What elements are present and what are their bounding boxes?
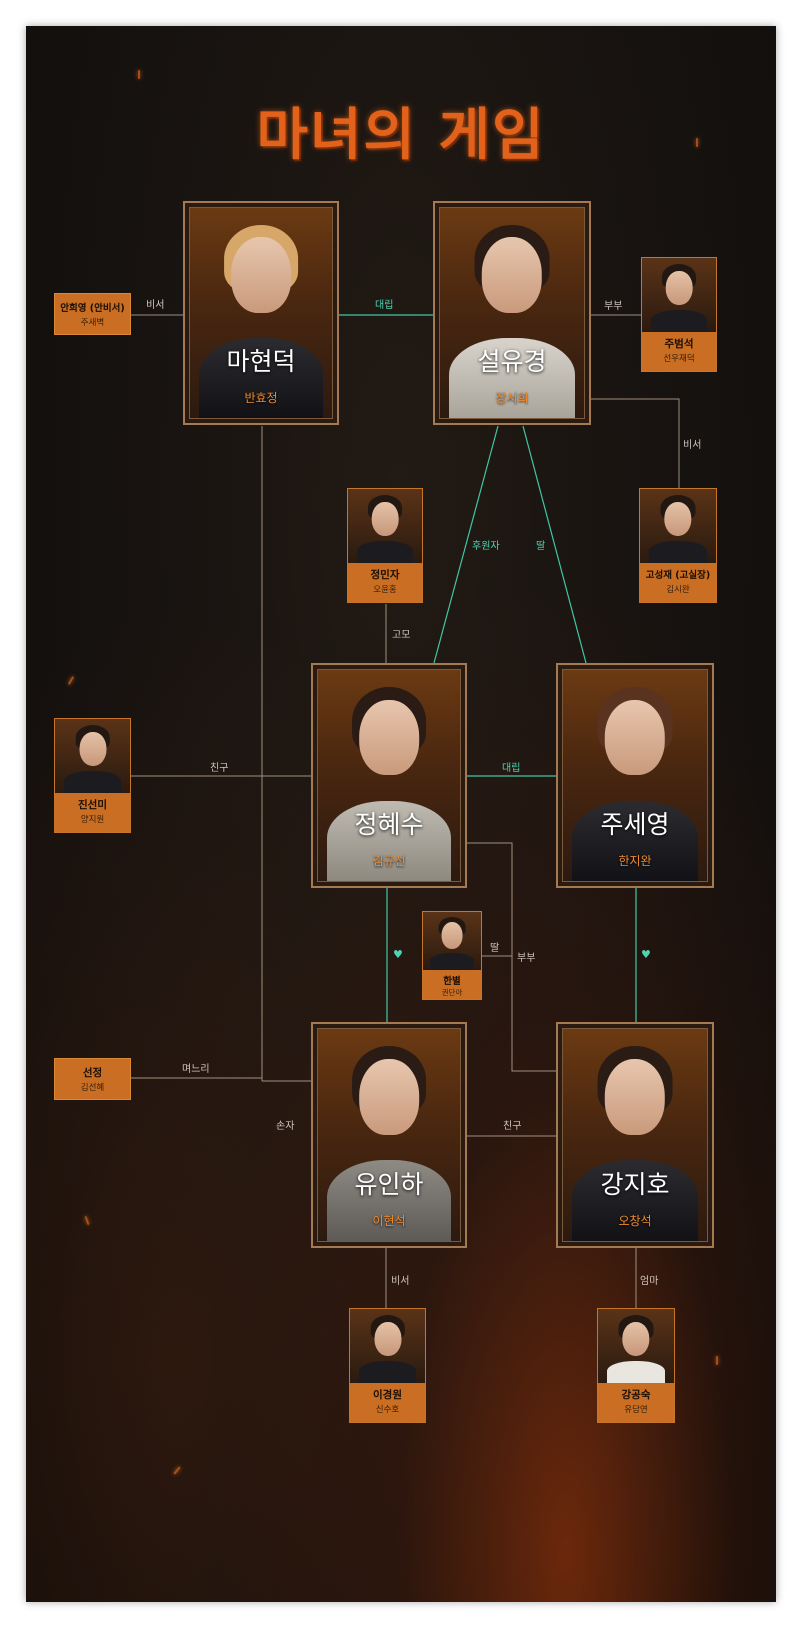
portrait-frame: 유인하 이현석 xyxy=(317,1028,461,1242)
portrait-frame: 강지호 오창석 xyxy=(562,1028,708,1242)
actor-name: 반효정 xyxy=(244,391,278,405)
portrait-photo xyxy=(598,1309,674,1383)
character-name: 정민자 xyxy=(370,569,400,581)
portrait-face xyxy=(604,1058,666,1135)
relation-label: 친구 xyxy=(503,1121,522,1132)
ember xyxy=(696,138,698,147)
page-title: 마녀의 게임 xyxy=(256,102,546,168)
card-ju-seyeong: 주세영 한지완 xyxy=(556,663,714,888)
actor-name: 장서희 xyxy=(495,391,529,405)
character-name: 안희영 (안비서) xyxy=(60,303,125,314)
portrait-photo xyxy=(350,1309,425,1383)
line-huwonja xyxy=(433,425,499,664)
actor-name: 신수호 xyxy=(375,1405,400,1415)
card-yu-inha: 유인하 이현석 xyxy=(311,1022,467,1248)
card-ju-beomseok: 주범석 선우재덕 xyxy=(641,257,717,372)
actor-name: 오창석 xyxy=(618,1214,652,1228)
portrait-face xyxy=(231,237,291,313)
portrait-body xyxy=(448,338,576,418)
line-go-seongjae xyxy=(591,398,680,488)
actor-name: 김규선 xyxy=(372,854,406,868)
portrait-body xyxy=(198,338,324,418)
character-name: 주세영 xyxy=(600,810,670,839)
character-name: 선정 xyxy=(82,1067,103,1079)
line-bubu2 xyxy=(466,842,556,1072)
portrait-photo xyxy=(640,489,716,563)
relation-label: 손자 xyxy=(276,1121,295,1132)
actor-name: 권단아 xyxy=(441,988,463,997)
character-name: 정혜수 xyxy=(354,810,424,839)
card-jeong-hyesu: 정혜수 김규선 xyxy=(311,663,467,888)
card-hanbyeol: 한별 권단아 xyxy=(422,911,482,1000)
tag-an-huiyeong: 안희영 (안비서) 주새벽 xyxy=(54,293,131,335)
actor-name: 오윤홍 xyxy=(373,585,397,595)
relation-label: 비서 xyxy=(391,1276,410,1287)
actor-name: 주새벽 xyxy=(80,318,105,328)
card-seol-yugyeong: 설유경 장서희 xyxy=(433,201,591,425)
character-name: 유인하 xyxy=(354,1170,424,1199)
actor-name: 선우재덕 xyxy=(663,354,695,364)
relation-label: 부부 xyxy=(604,301,623,312)
portrait-frame: 마현덕 반효정 xyxy=(189,207,333,419)
portrait-face xyxy=(604,699,666,776)
relation-label: 비서 xyxy=(146,300,165,311)
card-jin-seonmi: 진선미 양지원 xyxy=(54,718,131,833)
character-name: 고성재 (고실장) xyxy=(645,570,711,581)
portrait-body xyxy=(326,1160,452,1241)
actor-name: 김선혜 xyxy=(80,1083,105,1093)
portrait-photo xyxy=(642,258,716,332)
portrait-frame: 설유경 장서희 xyxy=(439,207,585,419)
heart-icon: ♥ xyxy=(641,948,651,961)
portrait-body xyxy=(571,800,699,881)
character-name: 한별 xyxy=(443,976,461,987)
relation-label: 친구 xyxy=(210,763,229,774)
relationship-chart: 마녀의 게임 마현덕 반효정 설유경 장서희 정혜수 김규선 xyxy=(26,26,776,1602)
character-name: 마현덕 xyxy=(226,347,296,376)
portrait-frame: 주세영 한지완 xyxy=(562,669,708,882)
portrait-face xyxy=(359,699,419,776)
relation-label: 엄마 xyxy=(640,1276,659,1287)
portrait-photo xyxy=(348,489,422,563)
line-ttal1 xyxy=(522,425,587,664)
card-kang-jiho: 강지호 오창석 xyxy=(556,1022,714,1248)
card-jeong-minja: 정민자 오윤홍 xyxy=(347,488,423,603)
character-name: 설유경 xyxy=(477,347,547,376)
relation-label: 딸 xyxy=(490,943,500,954)
character-name: 주범석 xyxy=(664,338,694,350)
ember xyxy=(716,1356,718,1365)
portrait-photo xyxy=(55,719,130,793)
relation-label: 고모 xyxy=(392,630,411,641)
portrait-face xyxy=(359,1058,419,1135)
portrait-body xyxy=(326,800,452,881)
actor-name: 김시완 xyxy=(666,585,690,595)
relation-label: 딸 xyxy=(536,541,546,552)
card-ma-hyeondeok: 마현덕 반효정 xyxy=(183,201,339,425)
relation-label: 부부 xyxy=(517,953,536,964)
card-go-seongjae: 고성재 (고실장) 김시완 xyxy=(639,488,717,603)
actor-name: 한지완 xyxy=(618,854,652,868)
relation-label: 비서 xyxy=(683,440,702,451)
relation-label: 대립 xyxy=(502,763,521,774)
portrait-photo xyxy=(423,912,481,970)
character-name: 진선미 xyxy=(78,799,107,811)
portrait-frame: 정혜수 김규선 xyxy=(317,669,461,882)
relation-label: 후원자 xyxy=(472,541,500,552)
character-name: 강지호 xyxy=(600,1170,670,1199)
ember xyxy=(138,70,140,79)
character-name: 이경원 xyxy=(373,1389,402,1401)
actor-name: 양지원 xyxy=(80,815,105,825)
connector-lines xyxy=(131,314,680,1308)
relation-label: 며느리 xyxy=(182,1064,210,1075)
actor-name: 이현석 xyxy=(372,1214,406,1228)
character-name: 강공숙 xyxy=(621,1389,651,1401)
portrait-body xyxy=(571,1160,699,1241)
card-kang-gongsuk: 강공숙 유담연 xyxy=(597,1308,675,1423)
relation-label: 대립 xyxy=(375,300,394,311)
portrait-face xyxy=(481,237,543,313)
heart-icon: ♥ xyxy=(393,948,403,961)
card-lee-gyeongwon: 이경원 신수호 xyxy=(349,1308,426,1423)
actor-name: 유담연 xyxy=(624,1405,648,1415)
tag-seonjeong: 선정 김선혜 xyxy=(54,1058,131,1100)
